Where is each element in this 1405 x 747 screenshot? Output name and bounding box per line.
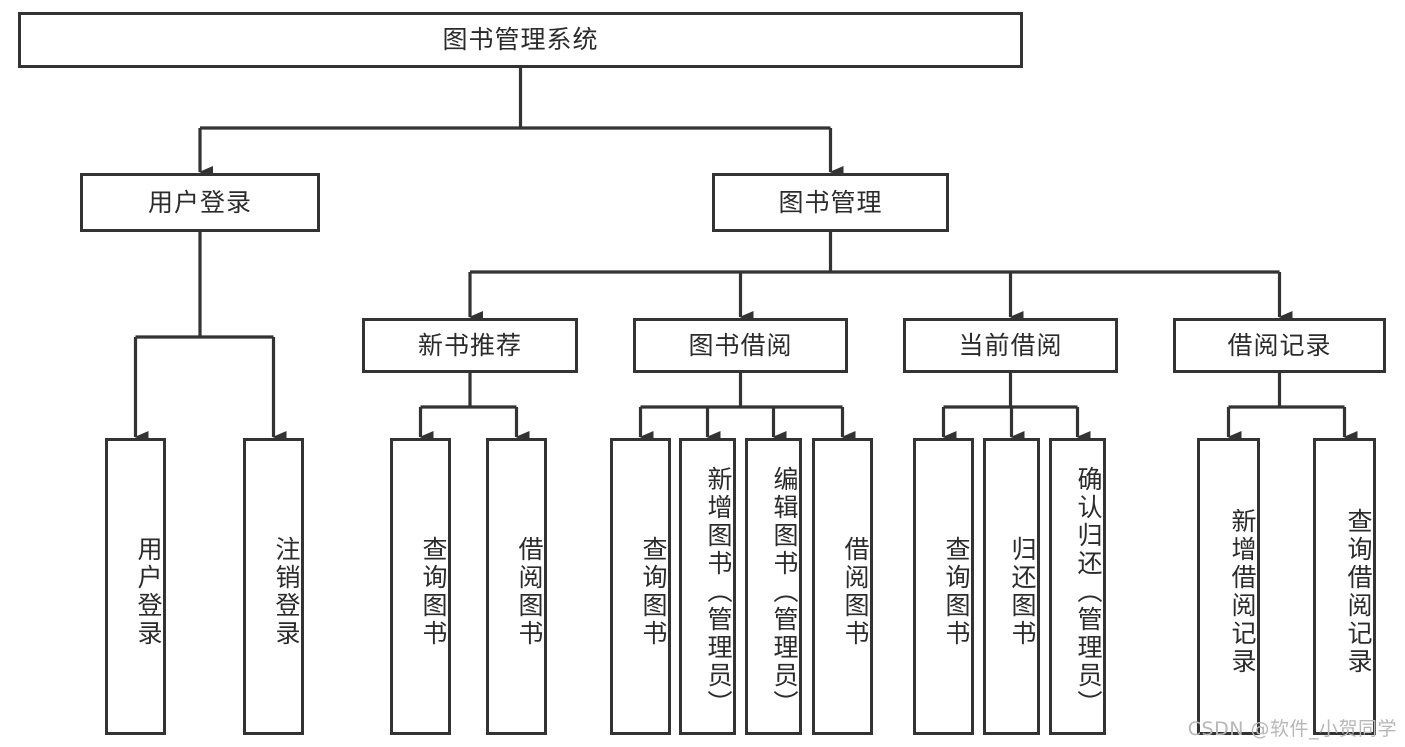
node-new_book_rec[interactable]: 新书推荐 <box>362 318 578 373</box>
node-label: 编辑图书（管理员） <box>770 465 799 718</box>
node-label: 查询借阅记录 <box>1344 507 1373 676</box>
node-label: 图书管理 <box>778 187 883 217</box>
node-label: 图书管理系统 <box>442 25 599 55</box>
node-------[interactable]: 图书管理系统 <box>18 12 1023 68</box>
node-leaf_query_book_3[interactable]: 查询图书 <box>913 438 974 735</box>
watermark-text: CSDN @软件_小贺同学 <box>1187 718 1397 740</box>
node-book_mgmt[interactable]: 图书管理 <box>712 173 949 232</box>
node-leaf_query_record[interactable]: 查询借阅记录 <box>1313 438 1376 735</box>
node-leaf_confirm_return[interactable]: 确认归还（管理员） <box>1049 438 1106 735</box>
node-label: 确认归还（管理员） <box>1074 465 1103 718</box>
node-leaf_query_book_2[interactable]: 查询图书 <box>610 438 671 735</box>
node-label: 当前借阅 <box>958 330 1063 360</box>
node-leaf_edit_book[interactable]: 编辑图书（管理员） <box>745 438 802 735</box>
node-label: 查询图书 <box>639 535 668 648</box>
node-leaf_logout[interactable]: 注销登录 <box>243 438 304 735</box>
node-label: 借阅图书 <box>841 535 870 648</box>
node-user_login[interactable]: 用户登录 <box>80 173 320 232</box>
node-label: 图书借阅 <box>688 330 793 360</box>
node-label: 归还图书 <box>1008 535 1037 648</box>
node-leaf_borrow_book_1[interactable]: 借阅图书 <box>486 438 547 735</box>
node-label: 用户登录 <box>147 187 252 217</box>
node-label: 注销登录 <box>272 535 301 648</box>
node-label: 查询图书 <box>942 535 971 648</box>
node-leaf_query_book_1[interactable]: 查询图书 <box>390 438 451 735</box>
node-current_borrow[interactable]: 当前借阅 <box>903 318 1118 373</box>
node-leaf_add_book[interactable]: 新增图书（管理员） <box>679 438 736 735</box>
node-book_borrow[interactable]: 图书借阅 <box>633 318 848 373</box>
node-label: 查询图书 <box>419 535 448 648</box>
node-leaf_return_book[interactable]: 归还图书 <box>983 438 1040 735</box>
node-leaf_borrow_book_2[interactable]: 借阅图书 <box>812 438 873 735</box>
node-leaf_user_login[interactable]: 用户登录 <box>105 438 166 735</box>
node-label: 借阅图书 <box>515 535 544 648</box>
node-leaf_add_record[interactable]: 新增借阅记录 <box>1197 438 1260 735</box>
node-label: 新增图书（管理员） <box>704 465 733 718</box>
node-borrow_record[interactable]: 借阅记录 <box>1173 318 1386 373</box>
node-label: 借阅记录 <box>1227 330 1332 360</box>
node-label: 新书推荐 <box>417 330 522 360</box>
node-label: 新增借阅记录 <box>1228 507 1257 676</box>
node-label: 用户登录 <box>134 535 163 648</box>
